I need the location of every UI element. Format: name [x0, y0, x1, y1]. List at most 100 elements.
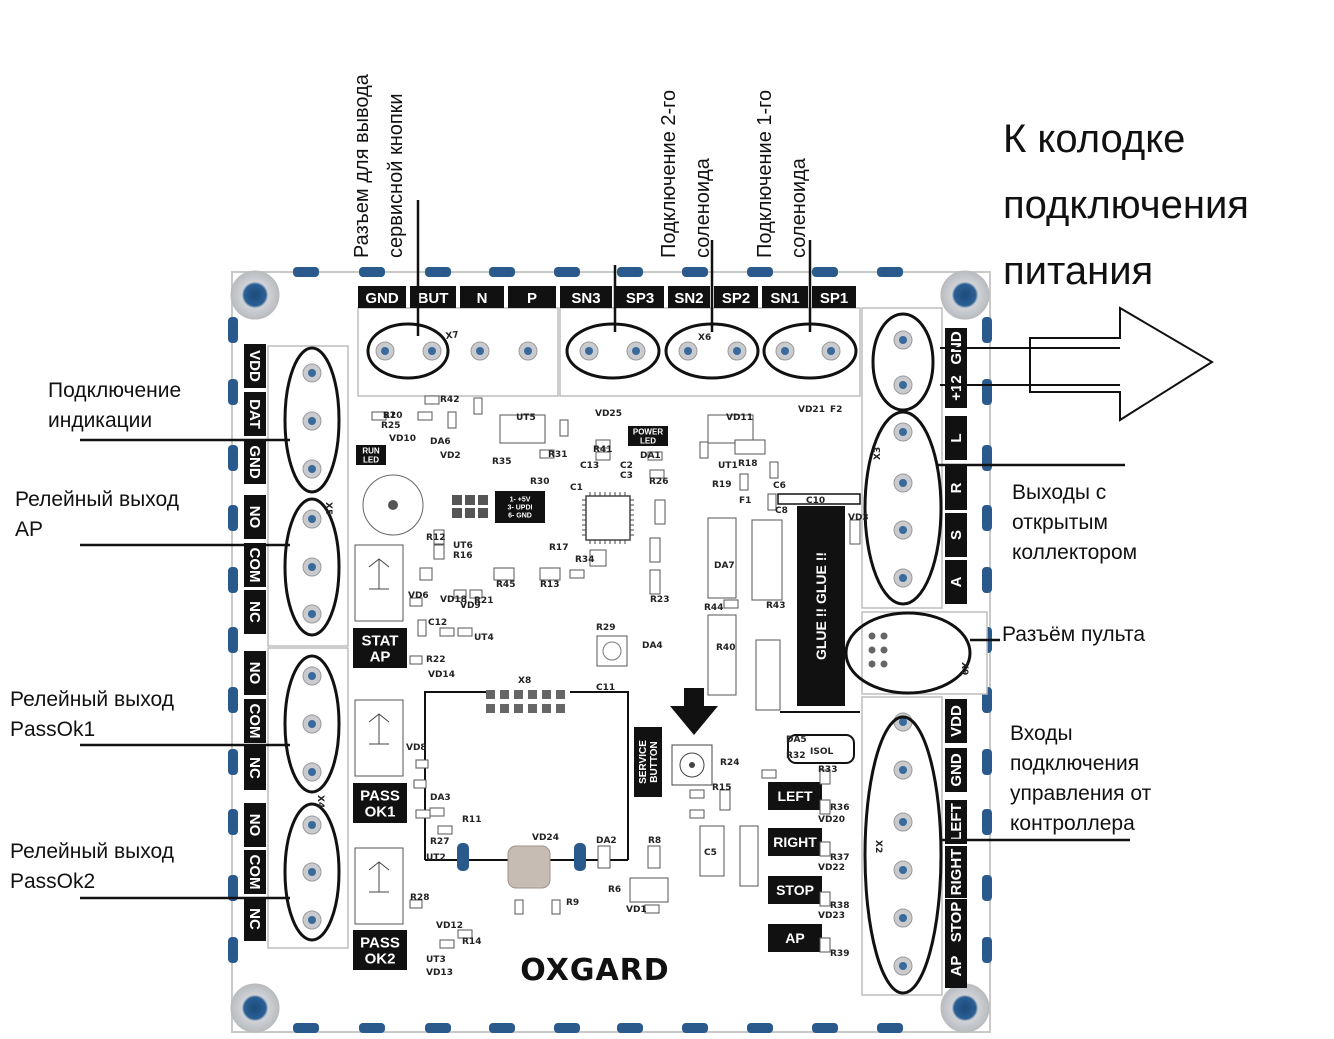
right-block-label-0: RIGHT — [773, 834, 817, 850]
silk-vd10: VD10 — [389, 434, 416, 444]
run-led-block-box — [356, 445, 386, 465]
silk-da5: DA5 — [786, 735, 807, 745]
trace-x8-left — [424, 691, 486, 860]
silk-vd25: VD25 — [595, 409, 622, 419]
smd-18 — [649, 569, 661, 595]
x2-pin-right-box — [945, 846, 967, 898]
smd-30 — [469, 589, 483, 599]
x3-label: X3 — [873, 447, 883, 460]
right-terminal-a-1-center — [899, 381, 907, 389]
silk-r36: R36 — [830, 803, 849, 813]
run-led-block-label-1: LED — [363, 455, 379, 464]
right-terminal-b-2-center — [899, 818, 907, 826]
jumper-legend-label-0: 1- +5V — [510, 496, 531, 503]
x2-pin-stop-box — [945, 899, 967, 945]
jumper-pin — [465, 508, 475, 518]
top-pin-box-sn3 — [560, 286, 612, 308]
right-terminal-b-3-center — [899, 866, 907, 874]
stat-ap-block-label-0: STAT — [362, 632, 399, 649]
silk-r13: R13 — [540, 580, 559, 590]
top-terminal-9-center — [827, 347, 835, 355]
smd-14 — [739, 473, 749, 491]
silk-r39: R39 — [830, 949, 849, 959]
annotation-indication-line-2: индикации — [48, 409, 152, 432]
ap-block-box — [768, 924, 822, 952]
silk-r40: R40 — [716, 643, 735, 653]
left-terminal-9-center — [308, 821, 316, 829]
silk-c3: C3 — [620, 471, 633, 481]
smd-44 — [514, 899, 524, 915]
x2-pin-left-box — [945, 800, 967, 844]
smd-8 — [595, 451, 611, 461]
x3-left-pin-2-box — [244, 590, 266, 634]
annotation-relay-passok2-line-2: PassOk2 — [10, 870, 95, 893]
mcu-da1 — [585, 495, 631, 541]
power-led-block-box — [628, 426, 668, 446]
stat-ap-block-box — [353, 628, 407, 668]
edge-dash-left-5 — [228, 627, 238, 653]
smd-59 — [723, 599, 739, 609]
smd-58 — [755, 639, 781, 711]
x2-pin-stop-label: STOP — [948, 902, 965, 943]
smd-48 — [719, 789, 731, 811]
silk-r14: R14 — [462, 937, 481, 947]
x3-left-pin-1-box — [244, 543, 266, 587]
edge-dash-bottom-5 — [617, 1023, 643, 1033]
silk-r30: R30 — [530, 477, 549, 487]
x4a-pin-0-box — [244, 651, 266, 695]
pass-ok2-block-box — [353, 930, 407, 970]
annotation-power-line-1: К колодке — [1003, 117, 1185, 161]
silk-r33: R33 — [818, 765, 837, 775]
power-arrow — [940, 306, 1214, 422]
smd-42 — [647, 845, 661, 869]
smd-1 — [417, 411, 433, 421]
jumper-pin — [478, 495, 488, 505]
smd-37 — [437, 825, 453, 835]
x8-pin — [500, 690, 509, 699]
ellipse-x9 — [844, 611, 972, 695]
edge-dash-right-4 — [982, 567, 992, 593]
edge-dash-bottom-1 — [359, 1023, 385, 1033]
silk-vd8: VD8 — [406, 743, 427, 753]
x5-pin-2-label: GND — [246, 445, 263, 479]
smd-50 — [761, 769, 777, 779]
silk-vd9: VD9 — [460, 601, 481, 611]
silk-vd18: VD18 — [440, 595, 467, 605]
x3-pin-a-label: A — [948, 576, 965, 587]
left-terminal-3-center — [308, 515, 316, 523]
silk-ut2: UT2 — [426, 853, 446, 863]
stop-block-box — [768, 876, 822, 904]
top-pin-box-sp2 — [714, 286, 758, 308]
ic-vd1 — [629, 877, 669, 903]
silk-s1: S1 — [383, 411, 396, 421]
edge-dash-top-6 — [682, 267, 708, 277]
ellipse-x2 — [863, 715, 943, 995]
smd-49 — [739, 825, 759, 887]
silk-r27: R27 — [430, 837, 449, 847]
edge-dash-bottom-4 — [554, 1023, 580, 1033]
silk-r16: R16 — [453, 551, 472, 561]
edge-dash-top-3 — [489, 267, 515, 277]
board-edge-dashes — [228, 267, 992, 1033]
x2-pin-gnd-label: GND — [948, 753, 965, 787]
smd-26 — [409, 597, 423, 607]
smd-0 — [371, 411, 387, 421]
glue-bar — [797, 506, 845, 706]
annotation-relay-passok1-line-2: PassOk1 — [10, 718, 95, 741]
top-pin-box-n — [460, 286, 504, 308]
silk-r22: R22 — [426, 655, 445, 665]
smd-46 — [689, 789, 705, 799]
jumper-legend-box — [495, 491, 545, 523]
smd-45 — [551, 899, 561, 915]
annotation-remote-connector: Разъём пульта — [1002, 623, 1145, 646]
annotation-service-line-b: сервисной кнопки — [385, 93, 407, 258]
ic-da2 — [507, 845, 551, 889]
edge-dash-top-8 — [812, 267, 838, 277]
x9-pin — [868, 660, 876, 668]
top-pin-label-sn1: SN1 — [770, 290, 799, 307]
edge-dash-bottom-9 — [877, 1023, 903, 1033]
silk-c5: C5 — [704, 848, 717, 858]
right-terminal-b-4-center — [899, 914, 907, 922]
smd-19 — [589, 549, 607, 567]
